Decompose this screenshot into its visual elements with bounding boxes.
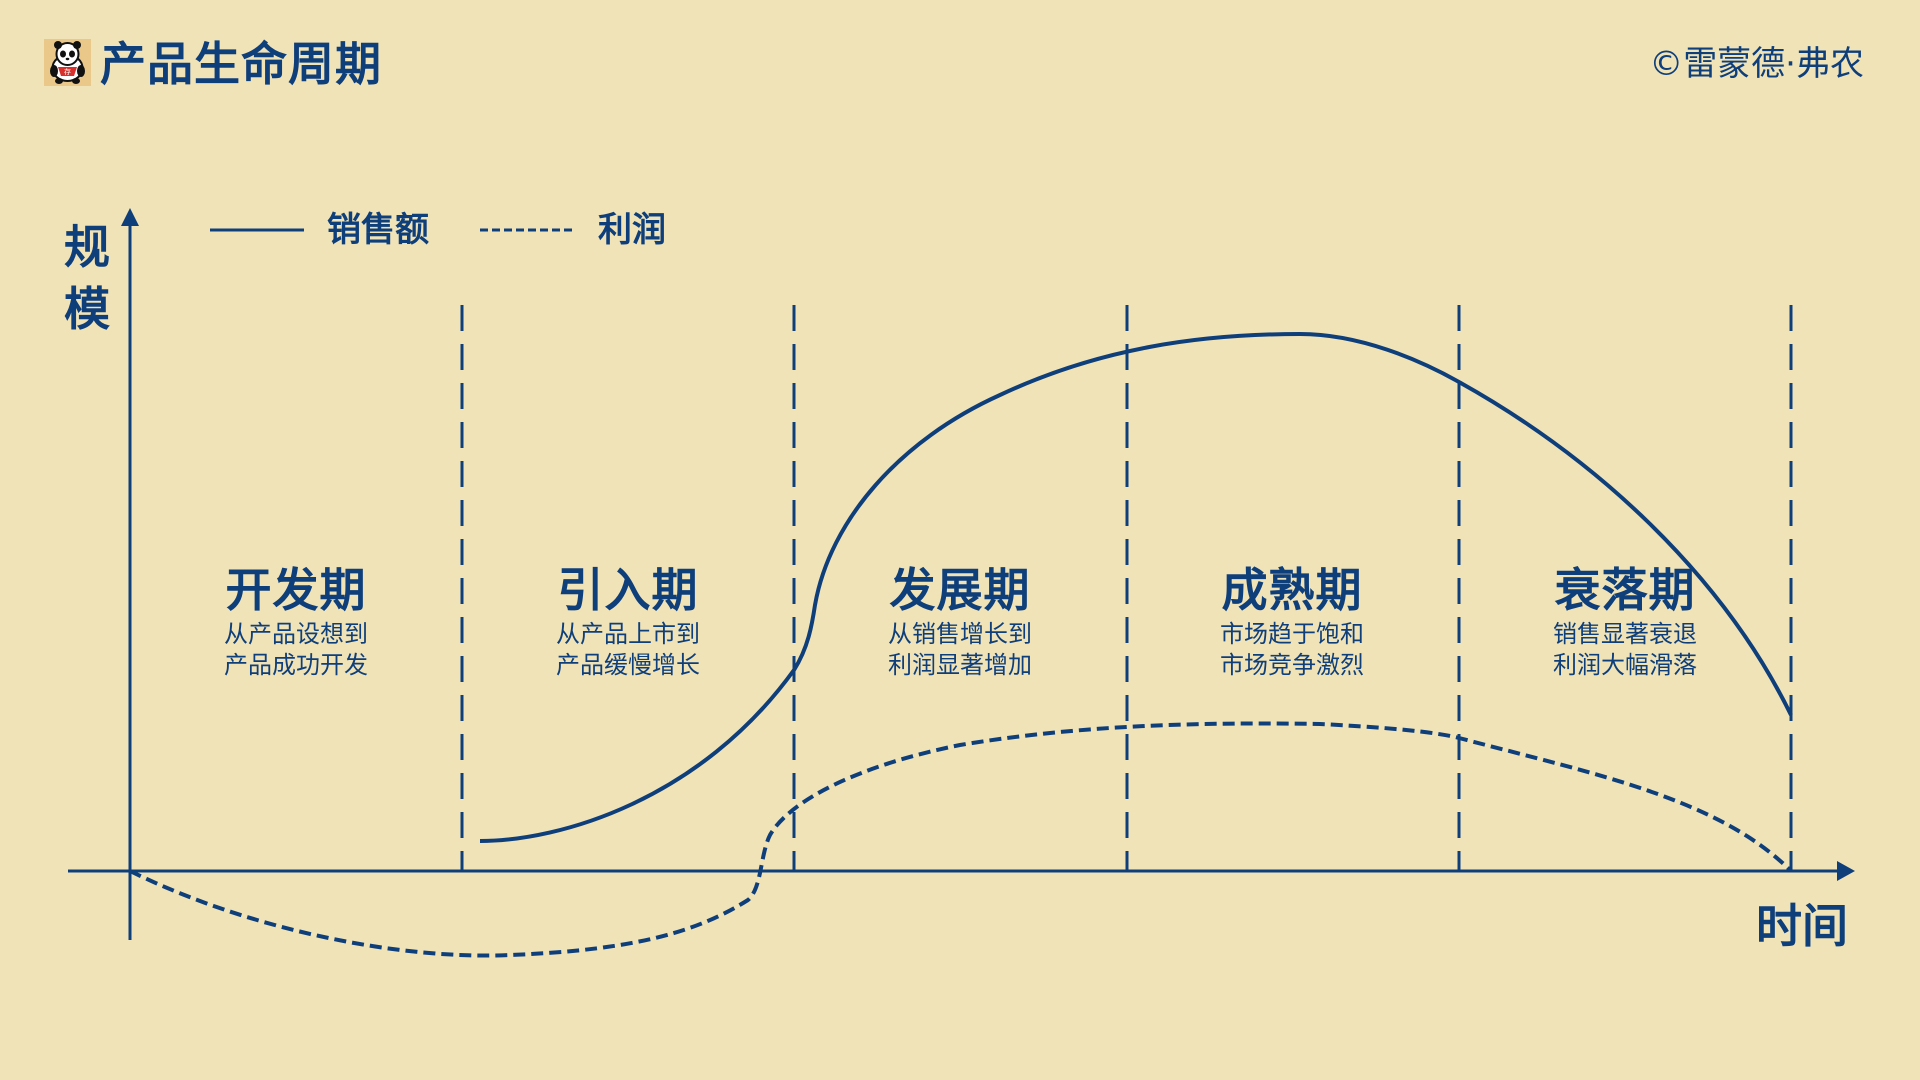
x-axis-arrow-icon <box>1837 861 1855 881</box>
x-axis-label: 时间 <box>1756 899 1848 953</box>
stage-desc-line2: 产品成功开发 <box>224 651 368 679</box>
stage-name: 成熟期 <box>1221 563 1363 617</box>
legend-sales-label: 销售额 <box>327 210 429 250</box>
stage-development: 开发期 从产品设想到 产品成功开发 <box>176 562 416 680</box>
panda-mascot-icon: 存 <box>44 39 91 86</box>
sales-curve <box>479 331 1793 843</box>
stage-desc-line1: 市场趋于饱和 <box>1220 620 1364 648</box>
x-axis <box>68 861 1855 881</box>
stage-desc-line2: 市场竞争激烈 <box>1220 651 1364 679</box>
stage-desc-line1: 从产品上市到 <box>556 620 700 648</box>
stage-decline: 衰落期 销售显著衰退 利润大幅滑落 <box>1505 562 1745 680</box>
page-title: 产品生命周期 <box>100 37 382 91</box>
stage-desc-line2: 产品缓慢增长 <box>556 651 700 679</box>
stage-growth: 发展期 从销售增长到 利润显著增加 <box>840 562 1080 680</box>
stage-desc-line2: 利润大幅滑落 <box>1553 651 1697 679</box>
stage-maturity: 成熟期 市场趋于饱和 市场竞争激烈 <box>1172 562 1412 680</box>
stage-name: 发展期 <box>889 563 1031 617</box>
profit-curve <box>129 721 1793 958</box>
stage-name: 衰落期 <box>1554 563 1696 617</box>
stage-desc-line1: 从销售增长到 <box>888 620 1032 648</box>
svg-text:存: 存 <box>64 67 71 76</box>
y-axis <box>121 208 139 940</box>
stage-name: 开发期 <box>225 563 367 617</box>
stage-desc-line1: 销售显著衰退 <box>1553 620 1697 648</box>
stage-desc-line2: 利润显著增加 <box>888 651 1032 679</box>
y-axis-arrow-icon <box>121 208 139 226</box>
stage-desc-line1: 从产品设想到 <box>224 620 368 648</box>
y-axis-label: 规模 <box>64 220 110 336</box>
stage-introduction: 引入期 从产品上市到 产品缓慢增长 <box>508 562 748 680</box>
stage-name: 引入期 <box>557 563 699 617</box>
legend-profit-label: 利润 <box>598 210 666 250</box>
copyright-text: ©雷蒙德·弗农 <box>1649 44 1864 84</box>
stage-dividers <box>460 305 1793 871</box>
